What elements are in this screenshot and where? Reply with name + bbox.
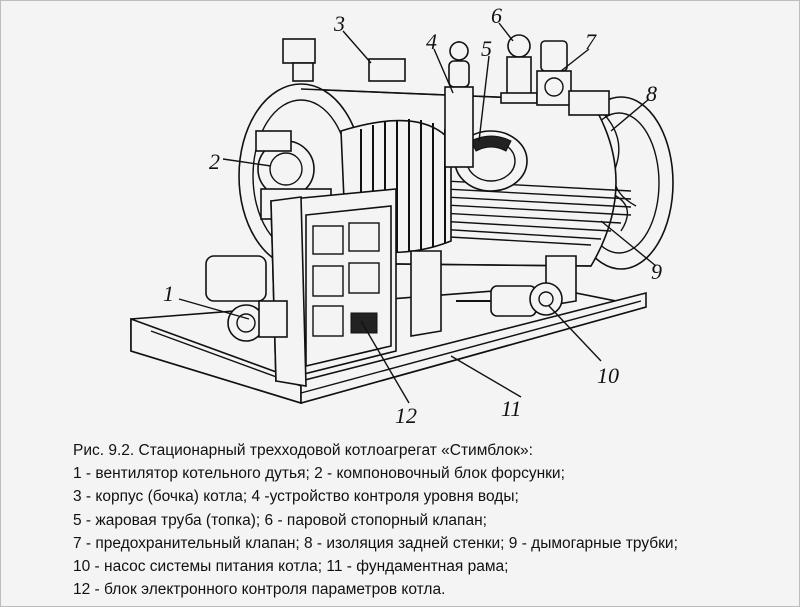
callout-2: 2 [209,149,220,174]
caption-line: 7 - предохранительный клапан; 8 - изоляц… [73,534,678,552]
callout-1: 1 [163,281,174,306]
caption-line: 1 - вентилятор котельного дутья; 2 - ком… [73,465,565,483]
callout-12: 12 [395,403,417,428]
callout-10: 10 [597,363,619,388]
callout-8: 8 [646,81,657,106]
callout-4: 4 [426,29,437,54]
figure-caption: Рис. 9.2. Стационарный трехходовой котло… [73,439,793,601]
caption-line: 3 - корпус (бочка) котла; 4 -устройство … [73,488,519,506]
callout-11: 11 [501,396,521,421]
steam-stop-valve [500,34,538,104]
caption-title: Рис. 9.2. Стационарный трехходовой котло… [73,442,533,459]
feed-pump [456,282,563,317]
callout-6: 6 [491,3,502,28]
leader-lines [178,22,657,404]
caption-line: 10 - насос системы питания котла; 11 - ф… [73,558,509,576]
caption-line: 12 - блок электронного контроля параметр… [73,581,446,599]
top-fittings [282,38,610,116]
callout-7: 7 [585,29,597,54]
control-cabinet [270,188,397,387]
callout-5: 5 [481,36,492,61]
callout-9: 9 [651,259,662,284]
callout-3: 3 [333,11,345,36]
caption-line: 5 - жаровая труба (топка); 6 - паровой с… [73,511,487,529]
water-level-control [444,41,474,168]
boiler-drawing: 1 2 3 4 5 6 7 8 9 10 11 12 [130,3,674,428]
blower-fan [205,255,288,342]
safety-valve [536,40,572,106]
